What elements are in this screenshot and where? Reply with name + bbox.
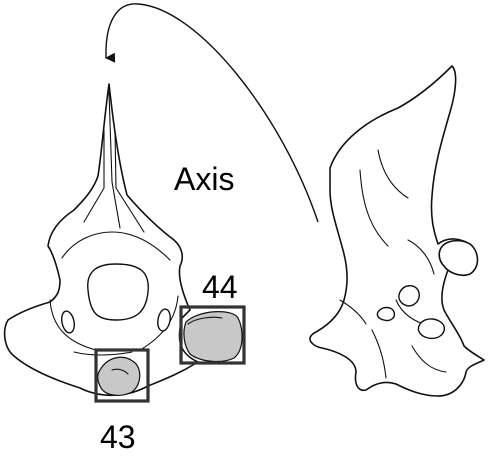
lateral-foramen-lower bbox=[417, 318, 445, 340]
label-44: 44 bbox=[202, 269, 238, 305]
arch-line bbox=[49, 299, 97, 351]
spine-ridge bbox=[108, 91, 121, 229]
spine-ridge bbox=[83, 129, 105, 223]
contour-line bbox=[359, 169, 389, 247]
neural-canal bbox=[87, 263, 149, 321]
box-43 bbox=[94, 348, 150, 403]
lateral-outline bbox=[309, 65, 485, 397]
contour-line bbox=[371, 329, 387, 379]
box-44 bbox=[179, 305, 246, 365]
foramen-right bbox=[157, 308, 171, 332]
axis-label: Axis bbox=[174, 161, 234, 197]
vertebra-left bbox=[3, 83, 246, 403]
vertebra-right bbox=[309, 65, 485, 397]
facet-43 bbox=[97, 356, 141, 396]
arch-line bbox=[61, 231, 171, 261]
contour-line bbox=[411, 345, 447, 373]
contour-line bbox=[407, 239, 435, 275]
contour-line bbox=[339, 299, 367, 325]
facet-44 bbox=[183, 311, 243, 363]
label-43: 43 bbox=[100, 419, 136, 455]
foramen-left bbox=[61, 310, 75, 334]
vertebra-outline bbox=[3, 83, 199, 397]
lateral-foramen-upper bbox=[398, 285, 420, 307]
curved-arrow-icon bbox=[105, 3, 319, 223]
arch-line bbox=[73, 351, 133, 356]
lateral-foramen-small bbox=[376, 306, 396, 322]
contour-line bbox=[377, 149, 409, 199]
spine-ridge bbox=[114, 129, 145, 233]
lateral-process bbox=[438, 239, 479, 277]
